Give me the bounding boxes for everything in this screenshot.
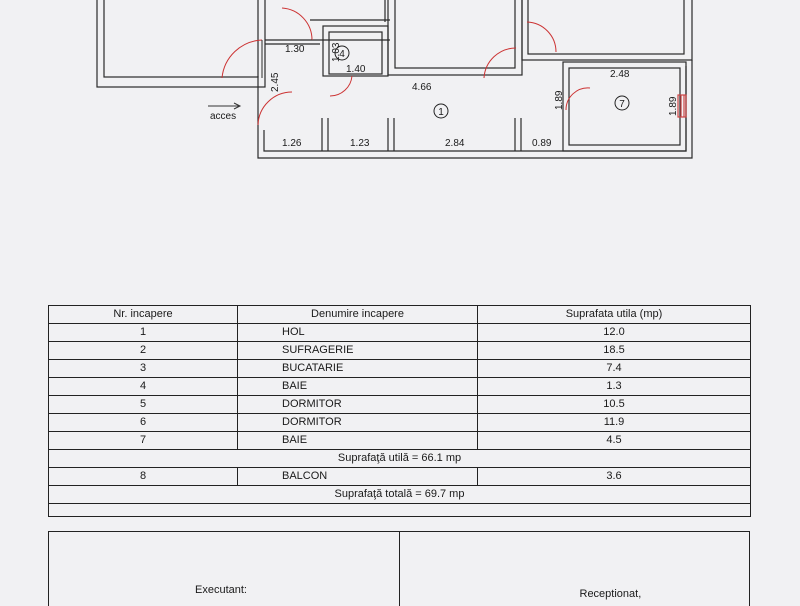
room-number-cell: 8 xyxy=(48,467,238,486)
dimension-label: 2.48 xyxy=(610,69,630,80)
room-name-cell: SUFRAGERIE xyxy=(237,341,478,360)
room-area-cell: 18.5 xyxy=(477,341,751,360)
header-room-name: Denumire incapere xyxy=(237,305,478,324)
dimension-label: 1.26 xyxy=(282,138,302,149)
room-area-cell: 12.0 xyxy=(477,323,751,342)
dimension-label: 1.23 xyxy=(350,138,370,149)
total-area-summary: Suprafaţă totală = 69.7 mp xyxy=(48,485,751,504)
room-number-7: 7 xyxy=(619,99,625,110)
empty-row xyxy=(48,503,751,517)
dimension-label: 2.84 xyxy=(445,138,465,149)
dimension-label: 2.45 xyxy=(270,72,281,92)
useful-area-summary: Suprafaţă utilă = 66.1 mp xyxy=(48,449,751,468)
room-area-cell: 4.5 xyxy=(477,431,751,450)
room-number-4: 4 xyxy=(339,49,345,60)
room-number-cell: 3 xyxy=(48,359,238,378)
table-header-row: Nr. incapere Denumire incapere Suprafata… xyxy=(48,305,751,324)
dimension-label: 1.89 xyxy=(554,90,565,110)
header-room-number: Nr. incapere xyxy=(48,305,238,324)
table-row: 8 BALCON 3.6 xyxy=(48,467,751,486)
room-number-cell: 7 xyxy=(48,431,238,450)
table-row: 1 HOL 12.0 xyxy=(48,323,751,342)
table-row: 5 DORMITOR 10.5 xyxy=(48,395,751,414)
table-row: 2 SUFRAGERIE 18.5 xyxy=(48,341,751,360)
room-area-cell: 3.6 xyxy=(477,467,751,486)
room-area-cell: 1.3 xyxy=(477,377,751,396)
dimension-label: 1.30 xyxy=(285,44,305,55)
useful-area-row: Suprafaţă utilă = 66.1 mp xyxy=(48,449,751,468)
receptionat-column: Receptionat, xyxy=(398,532,750,606)
room-name-cell: BAIE xyxy=(237,377,478,396)
table-row: 7 BAIE 4.5 xyxy=(48,431,751,450)
room-name-cell: BAIE xyxy=(237,431,478,450)
room-area-cell: 7.4 xyxy=(477,359,751,378)
header-room-area: Suprafata utila (mp) xyxy=(477,305,751,324)
room-number-cell: 6 xyxy=(48,413,238,432)
floor-plan: 4 1 7 1.30 1.03 1.40 2.45 4.66 1.89 2.48… xyxy=(96,0,693,159)
receptionat-label: Receptionat, xyxy=(579,588,642,600)
room-number-1: 1 xyxy=(438,107,444,118)
room-area-cell: 11.9 xyxy=(477,413,751,432)
dimension-label: 1.89 xyxy=(668,96,679,116)
signature-box: Executant: Receptionat, xyxy=(48,531,750,606)
room-name-cell: BALCON xyxy=(237,467,478,486)
dimension-label: 1.40 xyxy=(346,64,366,75)
total-area-row: Suprafaţă totală = 69.7 mp xyxy=(48,485,751,504)
room-name-cell: BUCATARIE xyxy=(237,359,478,378)
executant-label: Executant: xyxy=(195,584,247,596)
room-name-cell: DORMITOR xyxy=(237,395,478,414)
dimension-label: 1.03 xyxy=(331,42,342,62)
empty-cell xyxy=(48,503,751,517)
table-row: 4 BAIE 1.3 xyxy=(48,377,751,396)
room-number-cell: 2 xyxy=(48,341,238,360)
room-area-cell: 10.5 xyxy=(477,395,751,414)
executant-column: Executant: xyxy=(49,532,399,606)
table-row: 6 DORMITOR 11.9 xyxy=(48,413,751,432)
table-row: 3 BUCATARIE 7.4 xyxy=(48,359,751,378)
entrance-label: acces xyxy=(210,111,236,122)
rooms-table: Nr. incapere Denumire incapere Suprafata… xyxy=(48,305,751,517)
dimension-label: 0.89 xyxy=(532,138,552,149)
room-name-cell: HOL xyxy=(237,323,478,342)
room-number-cell: 5 xyxy=(48,395,238,414)
dimension-label: 4.66 xyxy=(412,82,432,93)
room-number-cell: 1 xyxy=(48,323,238,342)
room-name-cell: DORMITOR xyxy=(237,413,478,432)
room-number-cell: 4 xyxy=(48,377,238,396)
